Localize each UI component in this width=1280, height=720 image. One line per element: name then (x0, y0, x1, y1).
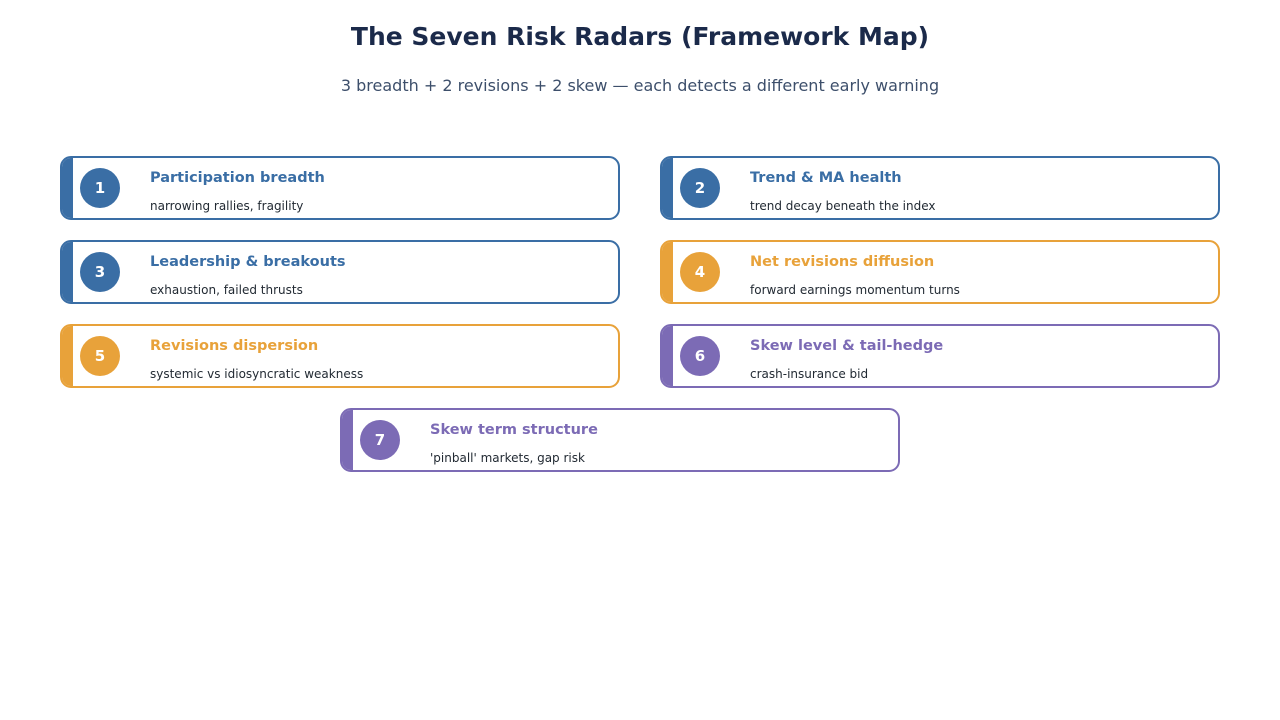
number-badge: 3 (80, 252, 120, 292)
card-accent-bar (62, 326, 73, 386)
number-badge: 6 (680, 336, 720, 376)
radar-name: Participation breadth (150, 170, 325, 186)
radar-card-2: 2 Trend & MA health trend decay beneath … (660, 156, 1220, 220)
radar-card-3: 3 Leadership & breakouts exhaustion, fai… (60, 240, 620, 304)
card-accent-bar (62, 158, 73, 218)
radar-description: narrowing rallies, fragility (150, 199, 304, 213)
radar-description: exhaustion, failed thrusts (150, 283, 303, 297)
radar-description: systemic vs idiosyncratic weakness (150, 367, 364, 381)
radar-name: Leadership & breakouts (150, 254, 346, 270)
radar-card-1: 1 Participation breadth narrowing rallie… (60, 156, 620, 220)
radar-card-4: 4 Net revisions diffusion forward earnin… (660, 240, 1220, 304)
number-badge: 1 (80, 168, 120, 208)
number-badge: 7 (360, 420, 400, 460)
card-accent-bar (342, 410, 353, 470)
radar-card-6: 6 Skew level & tail-hedge crash-insuranc… (660, 324, 1220, 388)
radar-name: Revisions dispersion (150, 338, 319, 354)
card-accent-bar (662, 158, 673, 218)
page-title: The Seven Risk Radars (Framework Map) (350, 22, 930, 51)
number-badge: 5 (80, 336, 120, 376)
radar-name: Skew level & tail-hedge (750, 338, 944, 354)
radar-name: Trend & MA health (750, 170, 902, 186)
card-accent-bar (62, 242, 73, 302)
card-accent-bar (662, 242, 673, 302)
radar-name: Skew term structure (430, 422, 598, 438)
radar-card-5: 5 Revisions dispersion systemic vs idios… (60, 324, 620, 388)
radar-description: forward earnings momentum turns (750, 283, 960, 297)
radar-description: 'pinball' markets, gap risk (430, 451, 585, 465)
radar-description: trend decay beneath the index (750, 199, 936, 213)
card-accent-bar (662, 326, 673, 386)
page-subtitle: 3 breadth + 2 revisions + 2 skew — each … (340, 76, 940, 95)
radar-name: Net revisions diffusion (750, 254, 935, 270)
radar-description: crash-insurance bid (750, 367, 869, 381)
number-badge: 4 (680, 252, 720, 292)
number-badge: 2 (680, 168, 720, 208)
radar-card-7: 7 Skew term structure 'pinball' markets,… (340, 408, 900, 472)
